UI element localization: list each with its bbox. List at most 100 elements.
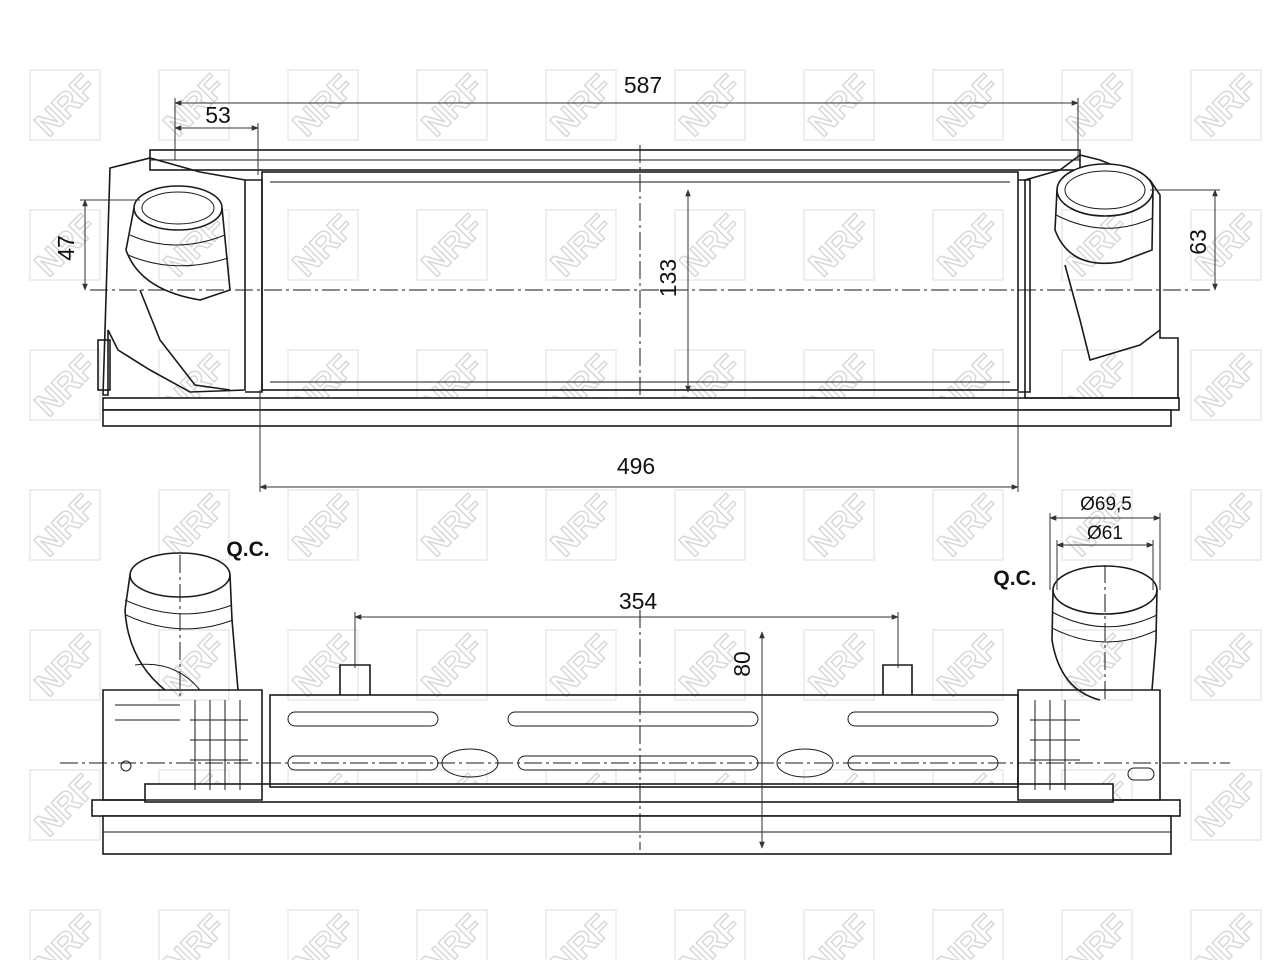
watermark-logo: NRF: [673, 68, 749, 144]
dim-inner-diameter: Ø61: [1087, 523, 1123, 544]
watermark-logo: NRF: [931, 628, 1007, 704]
dim-depth: 80: [729, 651, 755, 677]
dim-inlet-offset: 53: [205, 102, 231, 128]
watermark-logo: NRF: [931, 208, 1007, 284]
watermark-logo: NRF: [415, 908, 491, 960]
watermark-box: [545, 209, 617, 281]
watermark-logo: NRF: [544, 488, 620, 564]
watermark-box: [932, 629, 1004, 701]
watermark-box: [803, 489, 875, 561]
watermark-box: [287, 909, 359, 960]
qc-label-right: Q.C.: [993, 567, 1036, 590]
watermark-logo: NRF: [802, 908, 878, 960]
watermark-logo: NRF: [673, 908, 749, 960]
watermark-logo: NRF: [1189, 768, 1265, 844]
watermark-logo: NRF: [286, 908, 362, 960]
watermark-box: [287, 209, 359, 281]
watermark-logo: NRF: [157, 628, 233, 704]
watermark-box: [803, 629, 875, 701]
watermark-box: [803, 209, 875, 281]
watermark-logo: NRF: [415, 628, 491, 704]
watermark-box: [1190, 209, 1262, 281]
dim-overall-length: 587: [624, 72, 662, 98]
watermark-box: [29, 69, 101, 141]
watermark-box: [416, 909, 488, 960]
watermark-logo: NRF: [802, 208, 878, 284]
watermark-box: [416, 489, 488, 561]
dim-inlet-height: 47: [53, 235, 79, 261]
watermark-box: [674, 629, 746, 701]
watermark-box: [674, 209, 746, 281]
watermark-box: [674, 489, 746, 561]
watermark-logo: NRF: [931, 908, 1007, 960]
watermark-box: [545, 489, 617, 561]
outlet-pipe: [1056, 163, 1154, 217]
watermark-box: [1061, 489, 1133, 561]
watermark-logo: NRF: [28, 348, 104, 424]
watermark-logo: NRF: [1060, 68, 1136, 144]
watermark-logo: NRF: [1189, 68, 1265, 144]
watermark-logo: NRF: [157, 908, 233, 960]
watermark-box: [932, 489, 1004, 561]
watermark-logo: NRF: [1189, 488, 1265, 564]
watermark-logo: NRF: [1060, 208, 1136, 284]
watermark-logo: NRF: [286, 488, 362, 564]
base-plate: [102, 409, 1172, 427]
watermark-box: [1190, 629, 1262, 701]
dim-core-width: 496: [617, 453, 655, 479]
watermark-box: [803, 909, 875, 960]
left-tank: [102, 157, 246, 396]
watermark-box: [932, 209, 1004, 281]
watermark-logo: NRF: [1189, 908, 1265, 960]
watermark-box: [416, 629, 488, 701]
watermark-logo: NRF: [802, 488, 878, 564]
watermark-logo: NRF: [931, 68, 1007, 144]
watermark-box: [674, 909, 746, 960]
front-left-tank: [102, 689, 263, 801]
watermark-logo: NRF: [1060, 628, 1136, 704]
watermark-box: [1061, 909, 1133, 960]
watermark-box: [29, 489, 101, 561]
inlet-pipe: [133, 185, 223, 231]
watermark-logo: NRF: [802, 628, 878, 704]
watermark-logo: NRF: [415, 68, 491, 144]
dim-outlet-height: 63: [1185, 229, 1211, 255]
watermark-logo: NRF: [28, 908, 104, 960]
watermark-logo: NRF: [673, 208, 749, 284]
watermark-logo: NRF: [1060, 908, 1136, 960]
watermark-logo: NRF: [544, 208, 620, 284]
watermark-box: [287, 489, 359, 561]
watermark-logo: NRF: [28, 68, 104, 144]
watermark-box: [29, 209, 101, 281]
watermark-logo: NRF: [1189, 628, 1265, 704]
dim-outer-diameter: Ø69,5: [1080, 494, 1132, 515]
watermark-logo: NRF: [1189, 348, 1265, 424]
watermark-box: [29, 629, 101, 701]
top-view: 587 53 47 133 63 496: [53, 72, 1220, 492]
watermark-box: [1190, 489, 1262, 561]
front-base-plate: [102, 815, 1172, 855]
watermark-box: [545, 629, 617, 701]
watermark-box: [416, 209, 488, 281]
dim-mount-spacing: 354: [619, 588, 658, 614]
watermark-logo: NRF: [157, 488, 233, 564]
front-core: [269, 694, 1019, 788]
watermark-logo: NRF: [544, 68, 620, 144]
dim-core-height: 133: [655, 259, 681, 297]
watermark-box: [1190, 349, 1262, 421]
watermark-box: [545, 909, 617, 960]
watermark-logo: NRF: [673, 488, 749, 564]
watermark-logo: NRF: [28, 488, 104, 564]
watermark-box: [29, 349, 101, 421]
watermark-box: [158, 909, 230, 960]
watermark-logo: NRF: [415, 488, 491, 564]
watermark-logo: NRF: [931, 488, 1007, 564]
watermark-box: [932, 909, 1004, 960]
right-tank: [1024, 154, 1179, 399]
watermark-logo: NRF: [28, 628, 104, 704]
watermark-box: [1190, 909, 1262, 960]
watermark-logo: NRF: [286, 208, 362, 284]
watermark-box: [1190, 69, 1262, 141]
watermark-box: [1190, 769, 1262, 841]
